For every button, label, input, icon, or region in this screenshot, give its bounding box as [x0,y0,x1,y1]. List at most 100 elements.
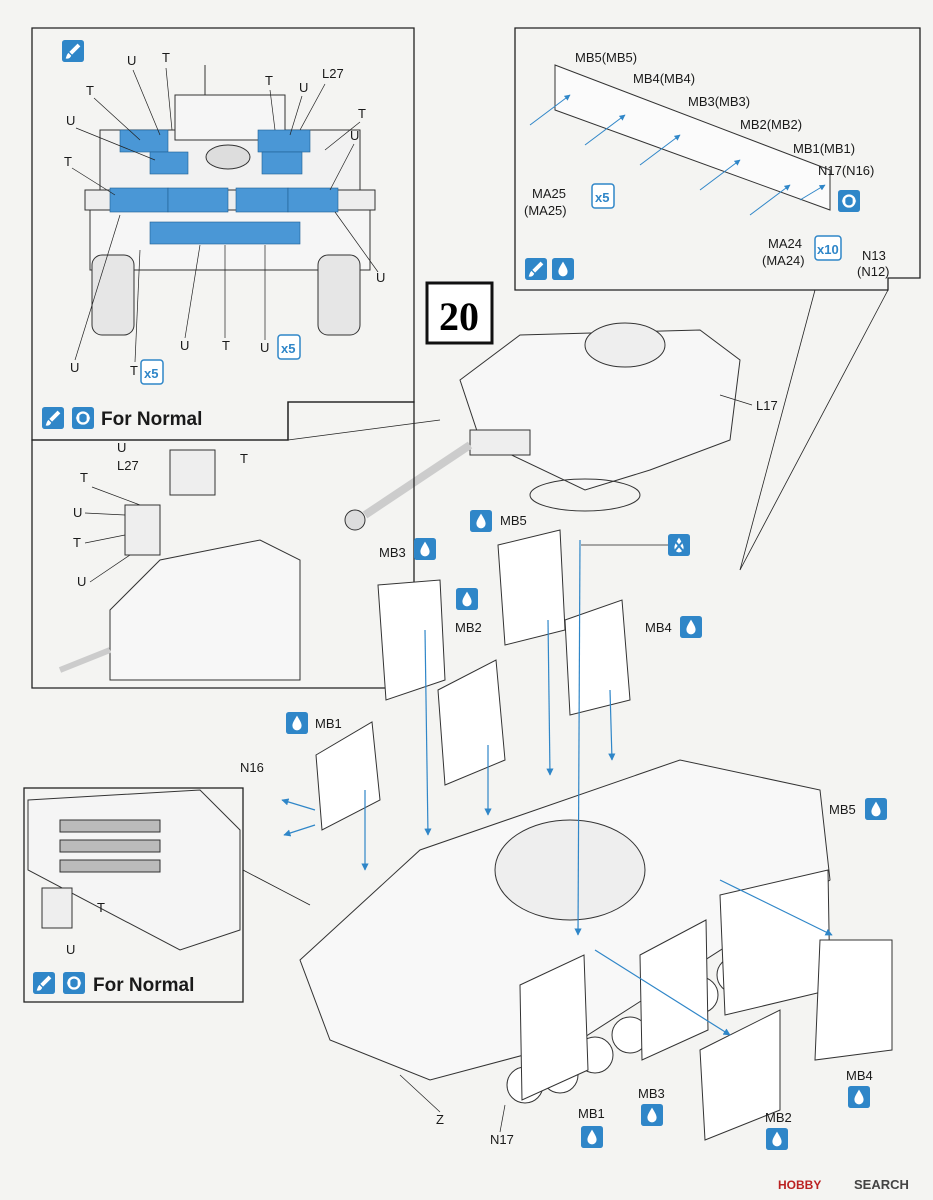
rotate-symmetric-icon [72,407,94,429]
count-badge-x5: x5 [277,334,301,360]
svg-text:SEARCH: SEARCH [854,1177,909,1192]
label-mb1: MB1 [578,1106,605,1121]
label-mb5: MB5(MB5) [575,50,637,65]
hull-front-detail-drawing [27,789,241,951]
count-badge-x5: x5 [140,359,164,385]
cement-drop-icon [865,798,887,820]
svg-text:x5: x5 [144,366,158,381]
cement-drop-icon [470,510,492,532]
label-l27: L27 [322,66,344,81]
label-u: U [180,338,189,353]
rotate-symmetric-icon [838,190,860,212]
skirt-panel-mb3 [377,579,446,701]
turret-drawing [344,322,741,531]
rear-track-links-callout: U T T U L27 T T U U T U U U T U T x5 x5 [31,27,415,441]
label-u: U [77,574,86,589]
label-l17: L17 [756,398,778,413]
svg-text:x5: x5 [595,190,609,205]
cement-drop-icon [581,1126,603,1148]
label-n12: (N12) [857,264,890,279]
label-z: Z [436,1112,444,1127]
callout-frame [31,401,415,689]
label-mb5: MB5 [829,802,856,817]
paint-brush-icon [42,407,64,429]
label-t: T [358,106,366,121]
count-badge-x10: x10 [814,235,842,261]
label-n17: N17 [490,1132,514,1147]
label-u: U [299,80,308,95]
label-mb3: MB3 [379,545,406,560]
label-ma24-alt: (MA24) [762,253,805,268]
label-t: T [265,73,273,88]
leader-lines [71,67,379,363]
callout-pointer [739,289,889,571]
label-u: U [127,53,136,68]
label-t: T [162,50,170,65]
label-u: U [350,128,359,143]
cement-drop-icon [641,1104,663,1126]
label-mb3: MB3(MB3) [688,94,750,109]
paint-brush-icon [525,258,547,280]
spare-track-highlight [109,129,339,245]
for-normal-label: For Normal [93,975,194,996]
svg-text:x5: x5 [281,341,295,356]
watermark: HOBBY SEARCH [778,1177,909,1192]
skirt-panel-mb2 [437,659,506,786]
label-ma25-alt: (MA25) [524,203,567,218]
skirt-panel-mb5 [497,529,566,646]
cement-drop-icon [286,712,308,734]
label-mb4: MB4 [846,1068,873,1083]
cement-drop-icon [414,538,436,560]
for-normal-label: For Normal [101,409,202,430]
for-normal-callout-bottom: T U For Normal [23,787,311,1003]
skirt-panel-mb4-fitted [814,939,893,1061]
do-not-glue-icon [668,534,690,556]
skirt-panel-mb1-fitted [519,954,589,1101]
cement-drop-icon [766,1128,788,1150]
label-mb3: MB3 [638,1086,665,1101]
turret-skirt-panels [554,64,831,211]
label-mb2: MB2(MB2) [740,117,802,132]
label-t: T [222,338,230,353]
skirt-panel-mb2-fitted [699,1009,781,1141]
skirt-panel-mb5-fitted [719,869,831,1016]
skirt-panel-mb3-fitted [639,919,709,1061]
label-u: U [260,340,269,355]
label-u: U [66,942,75,957]
count-badge-x5: x5 [591,183,615,209]
label-mb4: MB4(MB4) [633,71,695,86]
label-n17: N17(N16) [818,163,874,178]
label-u: U [117,440,126,455]
turret-skirt-callout: MB5(MB5) MB4(MB4) MB3(MB3) MB2(MB2) MB1(… [514,27,921,571]
label-mb1: MB1(MB1) [793,141,855,156]
skirt-panel-mb1 [315,721,381,831]
cement-drop-icon [680,616,702,638]
label-mb2: MB2 [765,1110,792,1125]
callout-frame [514,27,921,291]
label-t: T [80,470,88,485]
label-u: U [73,505,82,520]
callout-frame [23,787,244,1003]
turret-side-detail-drawing [58,449,301,681]
paint-brush-icon [33,972,55,994]
assembly-arrows [281,539,833,1036]
svg-text:HOBBY: HOBBY [778,1178,821,1192]
callout-pointer [739,289,816,571]
rotate-symmetric-icon [63,972,85,994]
label-l27: L27 [117,458,139,473]
cement-drop-icon [456,588,478,610]
for-normal-callout-top: For Normal U T L27 T U T U [31,401,415,689]
svg-text:20: 20 [439,294,479,339]
label-t: T [130,363,138,378]
label-mb5: MB5 [500,513,527,528]
label-mb1: MB1 [315,716,342,731]
label-mb2: MB2 [455,620,482,635]
label-u: U [70,360,79,375]
label-t: T [240,451,248,466]
label-u: U [376,270,385,285]
label-n13: N13 [862,248,886,263]
svg-text:x10: x10 [817,242,839,257]
step-number-box: 20 [425,281,494,345]
cement-drop-icon [848,1086,870,1108]
